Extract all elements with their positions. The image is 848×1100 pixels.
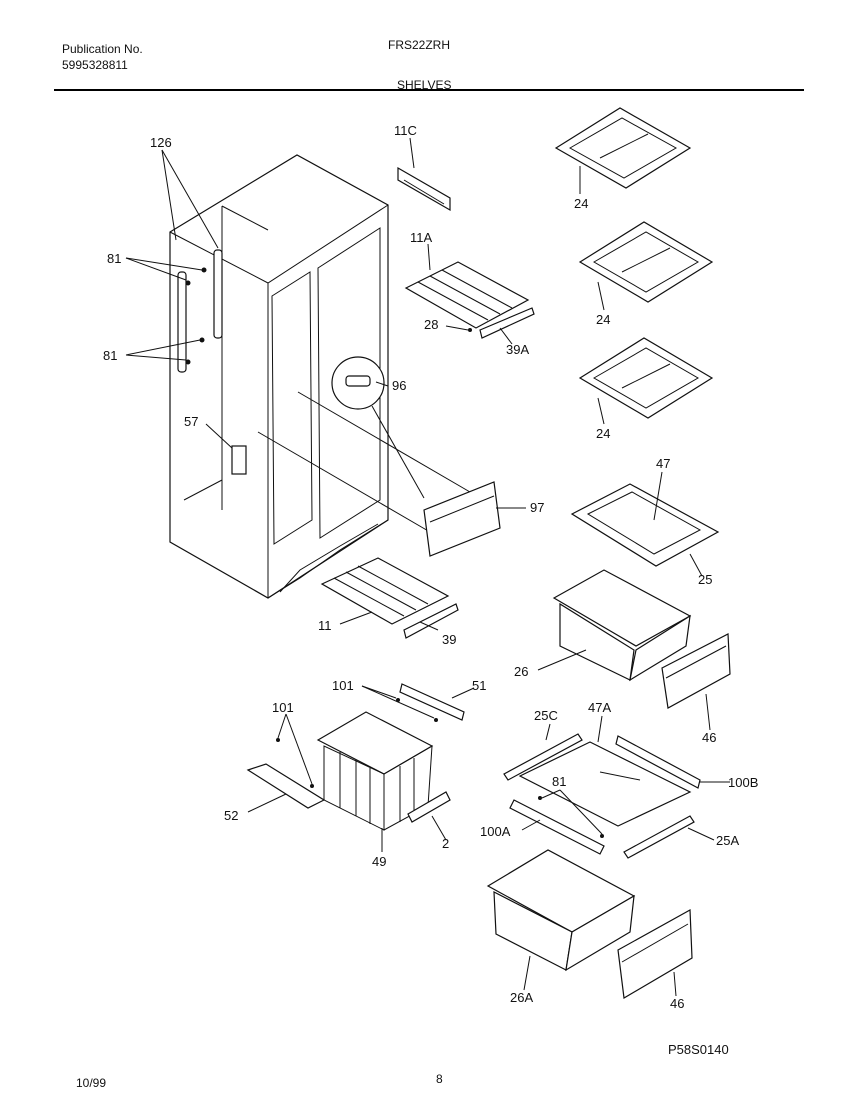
callout-100b: 100B <box>728 775 758 790</box>
detail-circle-96 <box>331 356 425 499</box>
glass-shelf-24-a <box>554 107 692 189</box>
callout-101-lower: 101 <box>272 700 294 715</box>
page-number: 8 <box>436 1072 443 1086</box>
callout-24-bottom: 24 <box>596 426 610 441</box>
callout-39a: 39A <box>506 342 529 357</box>
callout-25: 25 <box>698 572 712 587</box>
crisper-pan-26 <box>552 569 692 682</box>
glass-cover-47a <box>518 741 692 838</box>
drawer-front-46-a <box>661 633 731 709</box>
callout-101-upper: 101 <box>332 678 354 693</box>
callout-81-lower: 81 <box>103 348 117 363</box>
callout-11a: 11A <box>410 230 432 245</box>
callout-46-lower: 46 <box>670 996 684 1011</box>
wire-shelf-11 <box>320 557 459 639</box>
callout-47a: 47A <box>588 700 611 715</box>
bracket-11c <box>397 166 451 212</box>
callout-25a: 25A <box>716 833 739 848</box>
header-rule <box>54 89 804 91</box>
callout-11: 11 <box>318 618 332 633</box>
door-handles <box>177 249 223 373</box>
section-title: SHELVES <box>397 78 452 92</box>
publication-label: Publication No. <box>62 42 143 56</box>
callout-26a: 26A <box>510 990 533 1005</box>
callout-52: 52 <box>224 808 238 823</box>
rail-2 <box>407 791 451 823</box>
refrigerator-cabinet <box>169 154 471 599</box>
callout-81-upper: 81 <box>107 251 121 266</box>
callout-81-glass: 81 <box>552 774 566 789</box>
callout-39: 39 <box>442 632 456 647</box>
rail-25a <box>623 815 695 859</box>
callout-46-upper: 46 <box>702 730 716 745</box>
callout-25c: 25C <box>534 708 558 723</box>
callout-126: 126 <box>150 135 172 150</box>
callout-24-middle: 24 <box>596 312 610 327</box>
diagram-id: P58S0140 <box>668 1042 729 1057</box>
crisper-pan-26a <box>486 849 636 972</box>
callout-11c: 11C <box>394 123 417 138</box>
callout-24-top: 24 <box>574 196 588 211</box>
model-number: FRS22ZRH <box>388 38 451 52</box>
callout-96: 96 <box>392 378 406 393</box>
drawer-front-46-b <box>617 909 693 999</box>
crisper-cover-47 <box>570 483 720 567</box>
callout-51: 51 <box>472 678 486 693</box>
glass-shelf-24-b <box>578 221 714 303</box>
wire-shelf-11a <box>404 261 535 339</box>
callout-26: 26 <box>514 664 528 679</box>
callout-labels: 126 81 81 57 11C 11A 28 39A 96 97 11 39 … <box>103 123 758 1011</box>
rail-100a <box>509 799 605 855</box>
callout-47: 47 <box>656 456 670 471</box>
bracket-52 <box>246 738 326 809</box>
footer-date: 10/99 <box>76 1076 107 1090</box>
leader-lines <box>125 137 730 997</box>
housing-97 <box>423 481 501 557</box>
rail-100b <box>615 735 701 789</box>
callout-97: 97 <box>530 500 544 515</box>
glass-shelf-24-c <box>578 337 714 419</box>
callout-2: 2 <box>442 836 449 851</box>
publication-number: 5995328811 <box>62 58 128 72</box>
callout-57: 57 <box>184 414 198 429</box>
callout-28: 28 <box>424 317 438 332</box>
rail-51 <box>396 683 465 722</box>
rail-25c <box>503 733 583 781</box>
callout-49: 49 <box>372 854 386 869</box>
callout-100a: 100A <box>480 824 511 839</box>
